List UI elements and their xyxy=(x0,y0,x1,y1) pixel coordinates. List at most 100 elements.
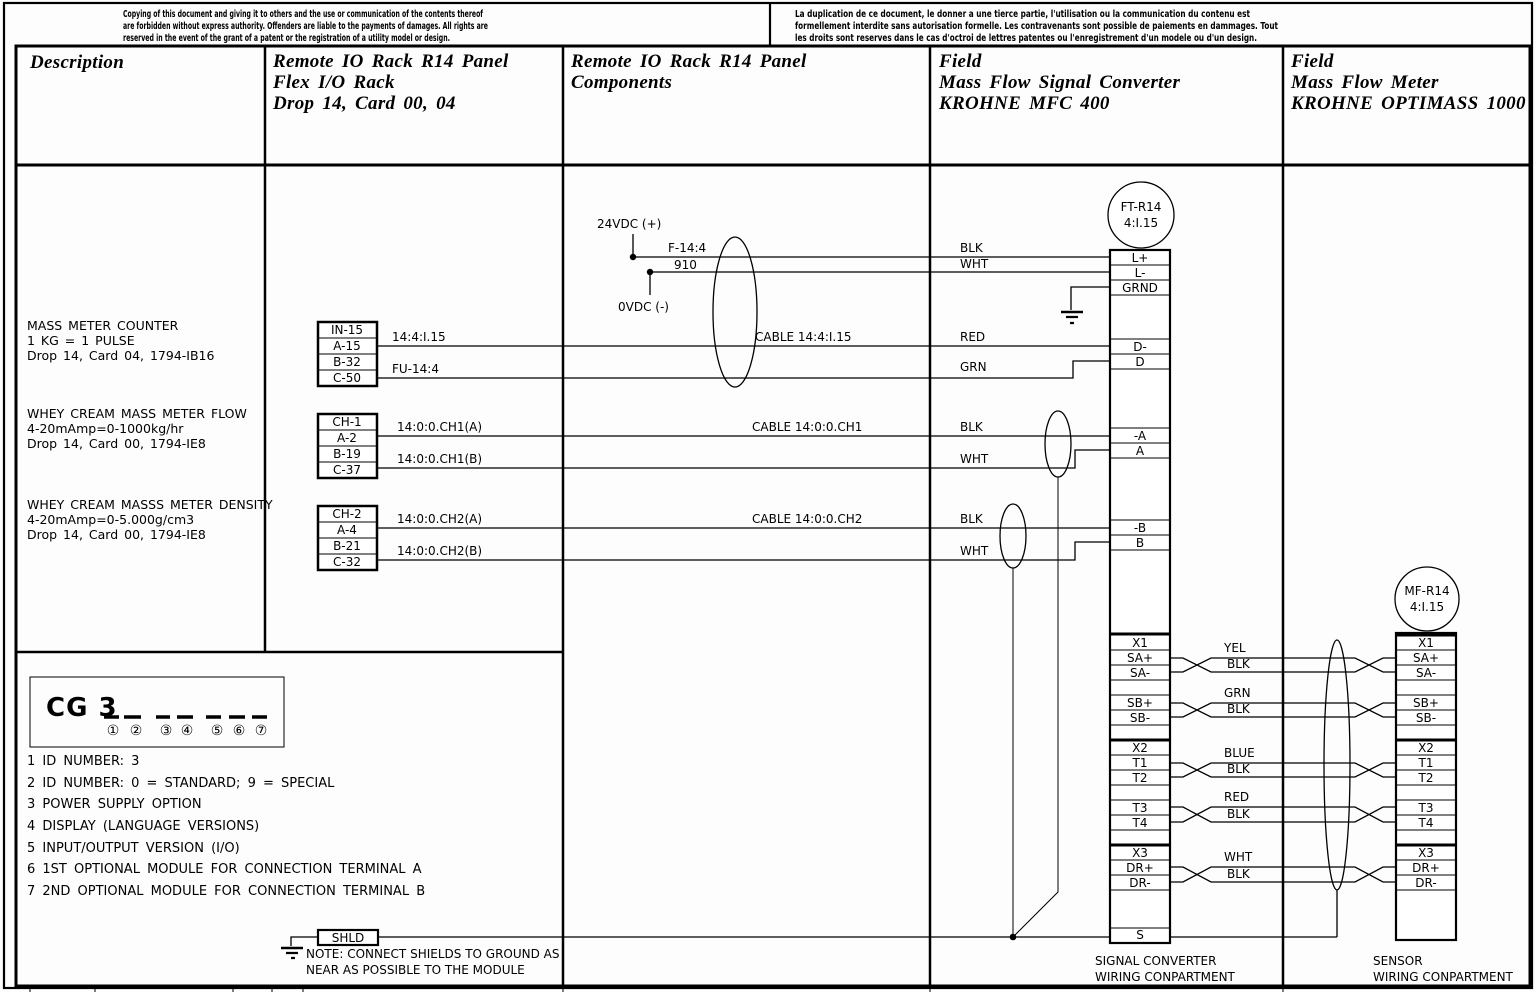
terminal-label: A-4 xyxy=(337,523,357,537)
disclaimer-en-line3: reserved in the event of the grant of a … xyxy=(123,33,450,44)
terminal-label: C-32 xyxy=(333,555,361,569)
converter-terminal: GRND xyxy=(1122,281,1158,295)
wire-counter-b xyxy=(377,360,1110,379)
header-meter-line1: Field xyxy=(1290,51,1334,72)
converter-terminal: X1 xyxy=(1132,636,1148,650)
converter-terminal: SA- xyxy=(1130,666,1150,680)
pair-sb-top-color: GRN xyxy=(1224,686,1251,700)
wire-number-counter-b: FU-14:4 xyxy=(392,362,439,376)
terminal-block-density-separators xyxy=(318,521,377,555)
cg3-legend: CG 3 ① ② ③ ④ ⑤ ⑥ ⑦ 1 ID NUMBER: 3 2 ID N… xyxy=(27,676,425,899)
desc-counter-line1: MASS METER COUNTER xyxy=(27,318,179,333)
wire-number-density-a: 14:0:0.CH2(A) xyxy=(397,512,482,526)
header-flex-line2: Flex I/O Rack xyxy=(272,72,395,93)
terminal-label: CH-2 xyxy=(332,507,361,521)
cg3-item-4: 4 DISPLAY (LANGUAGE VERSIONS) xyxy=(27,819,259,834)
pair-t12-top-color: BLUE xyxy=(1224,746,1255,760)
sensor-terminal: T3 xyxy=(1418,801,1434,815)
pair-sb xyxy=(1170,702,1396,718)
terminal-block-flow-separators xyxy=(318,429,377,463)
converter-terminal: SB- xyxy=(1130,711,1150,725)
color-label-ch1b: WHT xyxy=(960,452,989,466)
desc-density-line2: 4-20mAmp=0-5.000g/cm3 xyxy=(27,512,194,527)
disclaimer-english: Copying of this document and giving it t… xyxy=(123,9,488,44)
sensor-terminal: SB- xyxy=(1416,711,1436,725)
disclaimer-fr-line2: formellement interdite sans autorisation… xyxy=(795,21,1278,32)
instrument-tag-converter: FT-R14 4:I.15 xyxy=(1107,181,1175,249)
sensor-terminal: X2 xyxy=(1418,741,1434,755)
disclaimer-fr-line3: les droits sont reserves dans le cas d'o… xyxy=(795,33,1257,44)
wire-shield xyxy=(378,890,1338,938)
sensor-compartment-line2: WIRING CONPARTMENT xyxy=(1373,970,1514,984)
color-label-lplus: BLK xyxy=(960,241,984,255)
header-components-line1: Remote IO Rack R14 Panel xyxy=(570,51,807,72)
terminal-block-counter-separators xyxy=(318,337,377,371)
converter-terminal: X3 xyxy=(1132,846,1148,860)
terminal-label: A-15 xyxy=(333,339,361,353)
converter-terminal: T3 xyxy=(1132,801,1148,815)
wire-shld-ground xyxy=(290,936,318,946)
terminal-label: A-2 xyxy=(337,431,357,445)
twisted-pair-wiring xyxy=(1170,657,1396,883)
pair-t12-bottom-color: BLK xyxy=(1227,762,1251,776)
cable-label-power: CABLE 14:4:I.15 xyxy=(755,330,852,344)
desc-counter-line2: 1 KG = 1 PULSE xyxy=(27,333,135,348)
pair-sa-top-color: YEL xyxy=(1223,641,1246,655)
wire-density-b xyxy=(377,541,1110,561)
terminal-label: B-21 xyxy=(333,539,361,553)
converter-terminal: -B xyxy=(1134,521,1146,535)
color-label-ch1a: BLK xyxy=(960,420,984,434)
sensor-terminal: SA+ xyxy=(1413,651,1439,665)
cable-ellipse-ch1 xyxy=(1044,410,1072,478)
cable-ellipse-ch2 xyxy=(999,503,1027,569)
shld-box xyxy=(316,928,380,947)
tag-mf-name: MF-R14 xyxy=(1404,584,1449,598)
cg3-digit-5: ⑤ xyxy=(211,723,224,739)
disclaimer-en-line1: Copying of this document and giving it t… xyxy=(123,9,483,20)
description-flow: WHEY CREAM MASS METER FLOW 4-20mAmp=0-10… xyxy=(27,406,247,451)
terminal-label: B-32 xyxy=(333,355,361,369)
converter-terminal: T1 xyxy=(1132,756,1148,770)
junction-dot-shield xyxy=(1009,933,1017,941)
converter-terminal: T2 xyxy=(1132,771,1148,785)
sensor-terminal: T1 xyxy=(1418,756,1434,770)
converter-terminal: D- xyxy=(1133,340,1147,354)
compartment-captions: SIGNAL CONVERTER WIRING CONPARTMENT SENS… xyxy=(1095,954,1514,984)
desc-flow-line3: Drop 14, Card 00, 1794-IE8 xyxy=(27,436,206,451)
sensor-terminal: X3 xyxy=(1418,846,1434,860)
converter-terminal: T4 xyxy=(1132,816,1148,830)
desc-density-line1: WHEY CREAM MASSS METER DENSITY xyxy=(27,497,273,512)
junction-dot-0vdc xyxy=(646,268,654,276)
pair-t34-bottom-color: BLK xyxy=(1227,807,1251,821)
sensor-compartment-line1: SENSOR xyxy=(1373,954,1423,968)
header-meter-line3: KROHNE OPTIMASS 1000 xyxy=(1290,93,1526,114)
sensor-strip-header-bars xyxy=(1396,633,1456,847)
shield-note-line1: NOTE: CONNECT SHIELDS TO GROUND AS xyxy=(306,947,560,961)
color-label-ch2b: WHT xyxy=(960,544,989,558)
cable-shield-ellipses xyxy=(712,236,1351,891)
converter-strip-box xyxy=(1108,248,1172,945)
sensor-terminal: DR+ xyxy=(1412,861,1440,875)
tag-circle-mf xyxy=(1394,566,1460,632)
shield-note-line2: NEAR AS POSSIBLE TO THE MODULE xyxy=(306,963,525,977)
pair-t12 xyxy=(1170,762,1396,778)
column-headers: Description Remote IO Rack R14 Panel Fle… xyxy=(29,51,1526,114)
terminal-block-density: CH-2 A-4 B-21 C-32 xyxy=(316,504,379,572)
shld-label: SHLD xyxy=(332,931,365,945)
terminal-label: C-50 xyxy=(333,371,361,385)
cg3-digit-1: ① xyxy=(107,723,120,739)
cable-ellipse-power xyxy=(712,236,758,388)
pair-dr-top-color: WHT xyxy=(1224,850,1253,864)
desc-density-line3: Drop 14, Card 00, 1794-IE8 xyxy=(27,527,206,542)
converter-terminal: SA+ xyxy=(1127,651,1153,665)
pair-sb-bottom-color: BLK xyxy=(1227,702,1251,716)
cg3-item-1: 1 ID NUMBER: 3 xyxy=(27,754,139,769)
terminal-label: IN-15 xyxy=(331,323,363,337)
instrument-tag-sensor: MF-R14 4:I.15 xyxy=(1394,566,1460,632)
pair-sa-bottom-color: BLK xyxy=(1227,657,1251,671)
terminal-label: C-37 xyxy=(333,463,361,477)
wire-number-fuse: F-14:4 xyxy=(668,241,706,255)
